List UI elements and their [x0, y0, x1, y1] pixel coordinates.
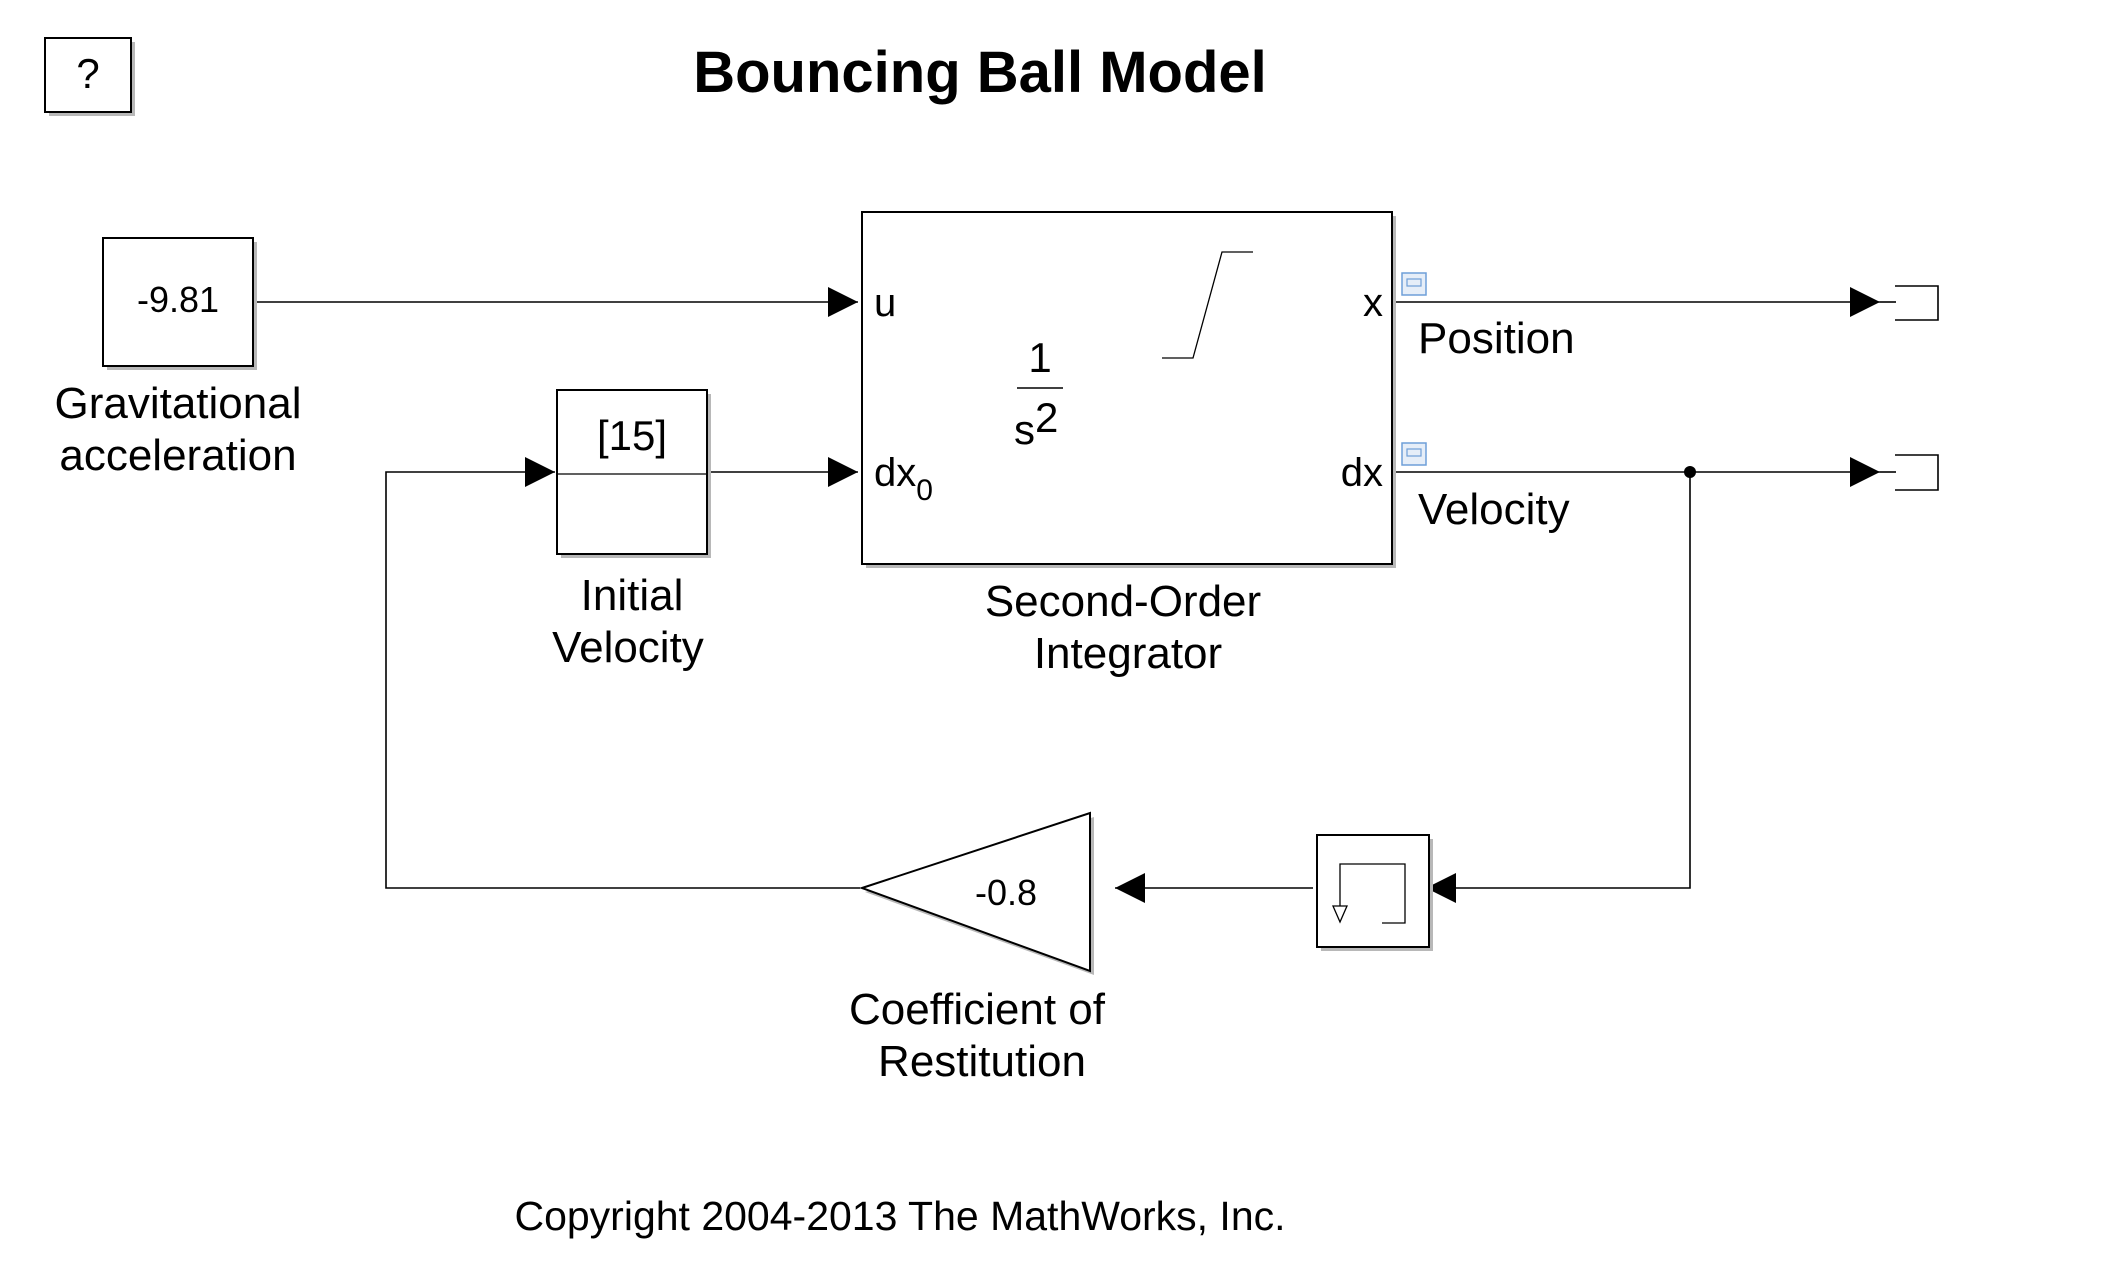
initial-velocity-value: [15]: [597, 412, 667, 459]
copyright-notice: Copyright 2004-2013 The MathWorks, Inc.: [514, 1193, 1285, 1239]
gravity-constant-block[interactable]: -9.81: [102, 237, 257, 370]
integrator-denominator: s2: [1014, 394, 1058, 453]
wire-velocity-branch-to-memory[interactable]: [1426, 472, 1691, 903]
page-title: Bouncing Ball Model: [693, 40, 1267, 105]
integrator-port-dx0: dx0: [874, 451, 933, 507]
integrator-label-line2: Integrator: [1034, 629, 1222, 678]
integrator-label-line1: Second-Order: [985, 577, 1261, 626]
signal-label-position[interactable]: Position: [1418, 314, 1575, 363]
integrator-numerator: 1: [1028, 334, 1051, 381]
help-button[interactable]: ?: [44, 37, 135, 116]
initial-velocity-label-line2: Velocity: [552, 623, 704, 672]
gain-value: -0.8: [975, 872, 1037, 913]
gravity-constant-value: -9.81: [137, 279, 219, 320]
velocity-terminator-block[interactable]: [1895, 454, 1939, 491]
gravity-block-label-line2: acceleration: [59, 431, 296, 480]
memory-icon: [1339, 863, 1406, 924]
gain-label-line2: Restitution: [878, 1037, 1086, 1086]
position-terminator-block[interactable]: [1895, 285, 1939, 321]
initial-velocity-block[interactable]: [15]: [556, 389, 711, 558]
velocity-logging-badge-icon[interactable]: [1401, 442, 1427, 466]
memory-block[interactable]: [1316, 834, 1433, 951]
integrator-port-u: u: [874, 281, 896, 325]
position-logging-badge-icon[interactable]: [1401, 272, 1427, 296]
gain-block[interactable]: -0.8: [858, 811, 1094, 975]
saturation-curve-icon: [1162, 251, 1253, 359]
gain-label-line1: Coefficient of: [849, 985, 1106, 1034]
gravity-block-label-line1: Gravitational: [54, 379, 301, 428]
integrator-port-dx: dx: [1341, 451, 1383, 495]
second-order-integrator-block[interactable]: u dx0 x dx 1 s2: [861, 211, 1396, 568]
integrator-port-x: x: [1363, 281, 1383, 325]
help-button-label: ?: [76, 50, 99, 97]
branch-point: [1684, 466, 1696, 478]
memory-icon-arrow: [1332, 905, 1348, 924]
wire-gain-to-initvel[interactable]: [385, 457, 860, 889]
initial-velocity-label-line1: Initial: [581, 571, 684, 620]
signal-label-velocity[interactable]: Velocity: [1418, 485, 1570, 534]
